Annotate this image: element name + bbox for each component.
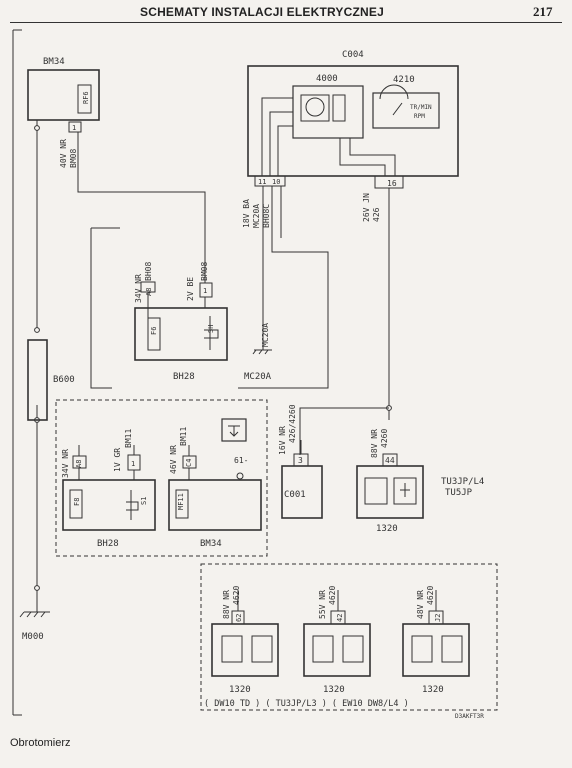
wire-i1320-in-2: 4260 [380, 429, 389, 448]
pin-i1320: 44 [385, 456, 395, 465]
pin-bh28b-s: S1 [140, 497, 148, 505]
pin-bm34b: C4 [185, 459, 193, 467]
pin-bh28b-f: F8 [73, 498, 81, 506]
label-bm34-top: BM34 [43, 57, 65, 67]
wire-bh28b-a-1: 34V NR [61, 449, 70, 478]
label-m000: M000 [22, 632, 44, 642]
pin-r1: 62 [235, 614, 243, 622]
label-1320-row-2: 1320 [323, 685, 345, 695]
label-footer-code: D3AKFT3R [455, 713, 484, 720]
wire-r1-2: 4620 [232, 586, 241, 605]
label-1320-row-1: 1320 [229, 685, 251, 695]
pin-bh28-f: F6 [150, 327, 158, 335]
label-c001: C001 [284, 490, 306, 500]
wire-r3-2: 4620 [426, 586, 435, 605]
pin-r2: 42 [336, 614, 344, 622]
wire-bh28b-b-1: 1V GR [113, 448, 122, 472]
wire-bh28-a-2: BH08 [144, 262, 153, 281]
label-variant-main-1: TU3JP/L4 [441, 477, 484, 487]
page-number: 217 [533, 4, 553, 19]
pin-c004-left-b: 10 [272, 178, 280, 186]
pin-c004-left: 11 [258, 178, 266, 186]
label-c004: C004 [342, 50, 364, 60]
label-1320-row-3: 1320 [422, 685, 444, 695]
wire-r2-1: 55V NR [318, 590, 327, 619]
wire-bh28-a-1: 34V NR [134, 274, 143, 303]
label-1320-main: 1320 [376, 524, 398, 534]
label-mc20a-ground: MC20A [244, 372, 272, 382]
label-b600: B600 [53, 375, 75, 385]
pin-bh28-b: 1 [203, 287, 207, 295]
tachometer-text-2: RPM [414, 113, 425, 120]
wire-mc20a-1: MC20A [261, 323, 270, 347]
wire-c001-in-1: 16V NR [278, 426, 287, 455]
label-variant-main-2: TU5JP [445, 488, 473, 498]
pin-bh28-a: A8 [145, 288, 153, 296]
pin-bm34b-side: 61- [234, 456, 248, 465]
wire-bm34b-a-2: BM11 [179, 427, 188, 446]
label-bm34-bottom: BM34 [200, 539, 222, 549]
label-c004-4210: 4210 [393, 75, 415, 85]
pin-c004-right: 16 [387, 179, 397, 188]
pin-bm34b-f: MF11 [177, 493, 185, 510]
label-c004-4000: 4000 [316, 74, 338, 84]
wire-c004-left-3: BH08C [262, 204, 271, 228]
wire-bh28b-b-2: BM11 [124, 429, 133, 448]
wire-c004-right-1: 26V JN [362, 193, 371, 222]
wire-bm34-out-1: 40V NR [59, 139, 68, 168]
wire-bm34-out-2: BM08 [69, 149, 78, 168]
pin-rf6: RF6 [82, 91, 90, 104]
wire-bm34b-a-1: 46V NR [169, 445, 178, 474]
header-rule [10, 22, 562, 23]
wire-c004-left-1: 18V BA [242, 199, 251, 228]
wire-r3-1: 48V NR [416, 590, 425, 619]
wire-c004-left-2: MC20A [252, 204, 261, 228]
pin-bh28b-a: A8 [75, 460, 83, 468]
wire-r1-1: 88V NR [222, 590, 231, 619]
label-bh28-bottom: BH28 [97, 539, 119, 549]
wire-r2-2: 4620 [328, 586, 337, 605]
label-bh28-mid: BH28 [173, 372, 195, 382]
pin-bm34-connector: 1 [72, 124, 76, 132]
label-variant-row: ( DW10 TD ) ( TU3JP/L3 ) ( EW10 DW8/L4 ) [204, 699, 409, 709]
pin-bh28b-b: 1 [131, 460, 135, 468]
footer-caption: Obrotomierz [10, 737, 71, 749]
wire-bh28-b-1: 2V BE [186, 277, 195, 301]
wire-c004-right-2: 426 [372, 207, 381, 222]
pin-c001: 3 [298, 456, 303, 465]
page-header-title: SCHEMATY INSTALACJI ELEKTRYCZNEJ [140, 5, 384, 19]
pin-bh28-sh: SH [207, 325, 215, 333]
wire-bh28-b-2: BM08 [200, 262, 209, 281]
wire-c001-in-2: 426/4260 [288, 404, 297, 443]
pin-r3: J2 [434, 614, 442, 622]
wire-i1320-in-1: 88V NR [370, 429, 379, 458]
tachometer-text-1: TR/MIN [410, 104, 432, 111]
